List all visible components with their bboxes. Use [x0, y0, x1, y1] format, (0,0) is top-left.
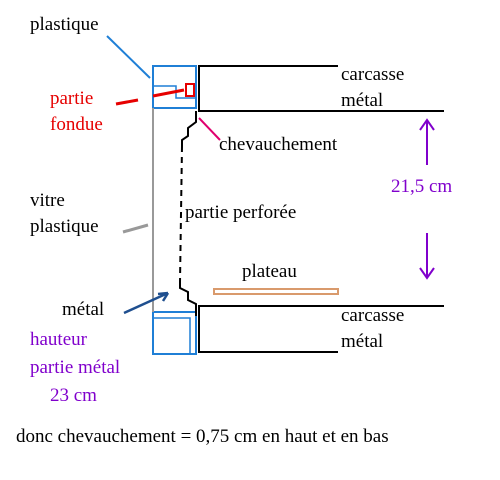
metal-profile-bottom: [179, 282, 197, 316]
label-plateau: plateau: [242, 261, 297, 282]
leader-partie-fondue: [115, 98, 139, 106]
leader-chevauchement: [198, 117, 221, 141]
conclusion-text: donc chevauchement = 0,75 cm en haut et …: [16, 426, 389, 447]
label-metal-top: métal: [341, 90, 383, 111]
label-chevauchement: chevauchement: [219, 134, 338, 155]
label-partie-metal: partie métal: [30, 357, 120, 378]
leader-metal-arrowhead: [157, 291, 170, 302]
leader-plastique: [106, 35, 151, 79]
perforated-part: [179, 145, 183, 283]
label-partie-perforee: partie perforée: [185, 202, 296, 223]
bottom-plastic-frame: [152, 311, 197, 355]
label-carcasse-bottom: carcasse: [341, 305, 404, 326]
top-plastic-frame: [152, 65, 197, 109]
label-fondue: fondue: [50, 114, 103, 135]
label-partie: partie: [50, 88, 93, 109]
bottom-carcass: [198, 305, 444, 353]
tray: [213, 288, 339, 295]
label-vitre: vitre: [30, 190, 65, 211]
label-distance: 21,5 cm: [391, 176, 452, 197]
label-metal-bottom: métal: [341, 331, 383, 352]
dim-arrow-down-head: [419, 267, 435, 280]
leader-partie-fondue-2: [152, 88, 185, 98]
label-23cm: 23 cm: [50, 385, 97, 406]
melted-part-marker: [185, 83, 195, 97]
label-hauteur: hauteur: [30, 329, 88, 350]
bottom-plastic-notch: [152, 312, 191, 354]
dim-arrow-up-head: [419, 118, 435, 131]
label-plastique: plastique: [30, 14, 99, 35]
metal-profile-top: [181, 111, 197, 146]
label-carcasse-top: carcasse: [341, 64, 404, 85]
label-vitre-plastique: plastique: [30, 216, 99, 237]
leader-metal: [123, 291, 169, 315]
label-metal: métal: [62, 299, 104, 320]
top-carcass: [198, 65, 444, 112]
leader-vitre: [122, 223, 149, 234]
